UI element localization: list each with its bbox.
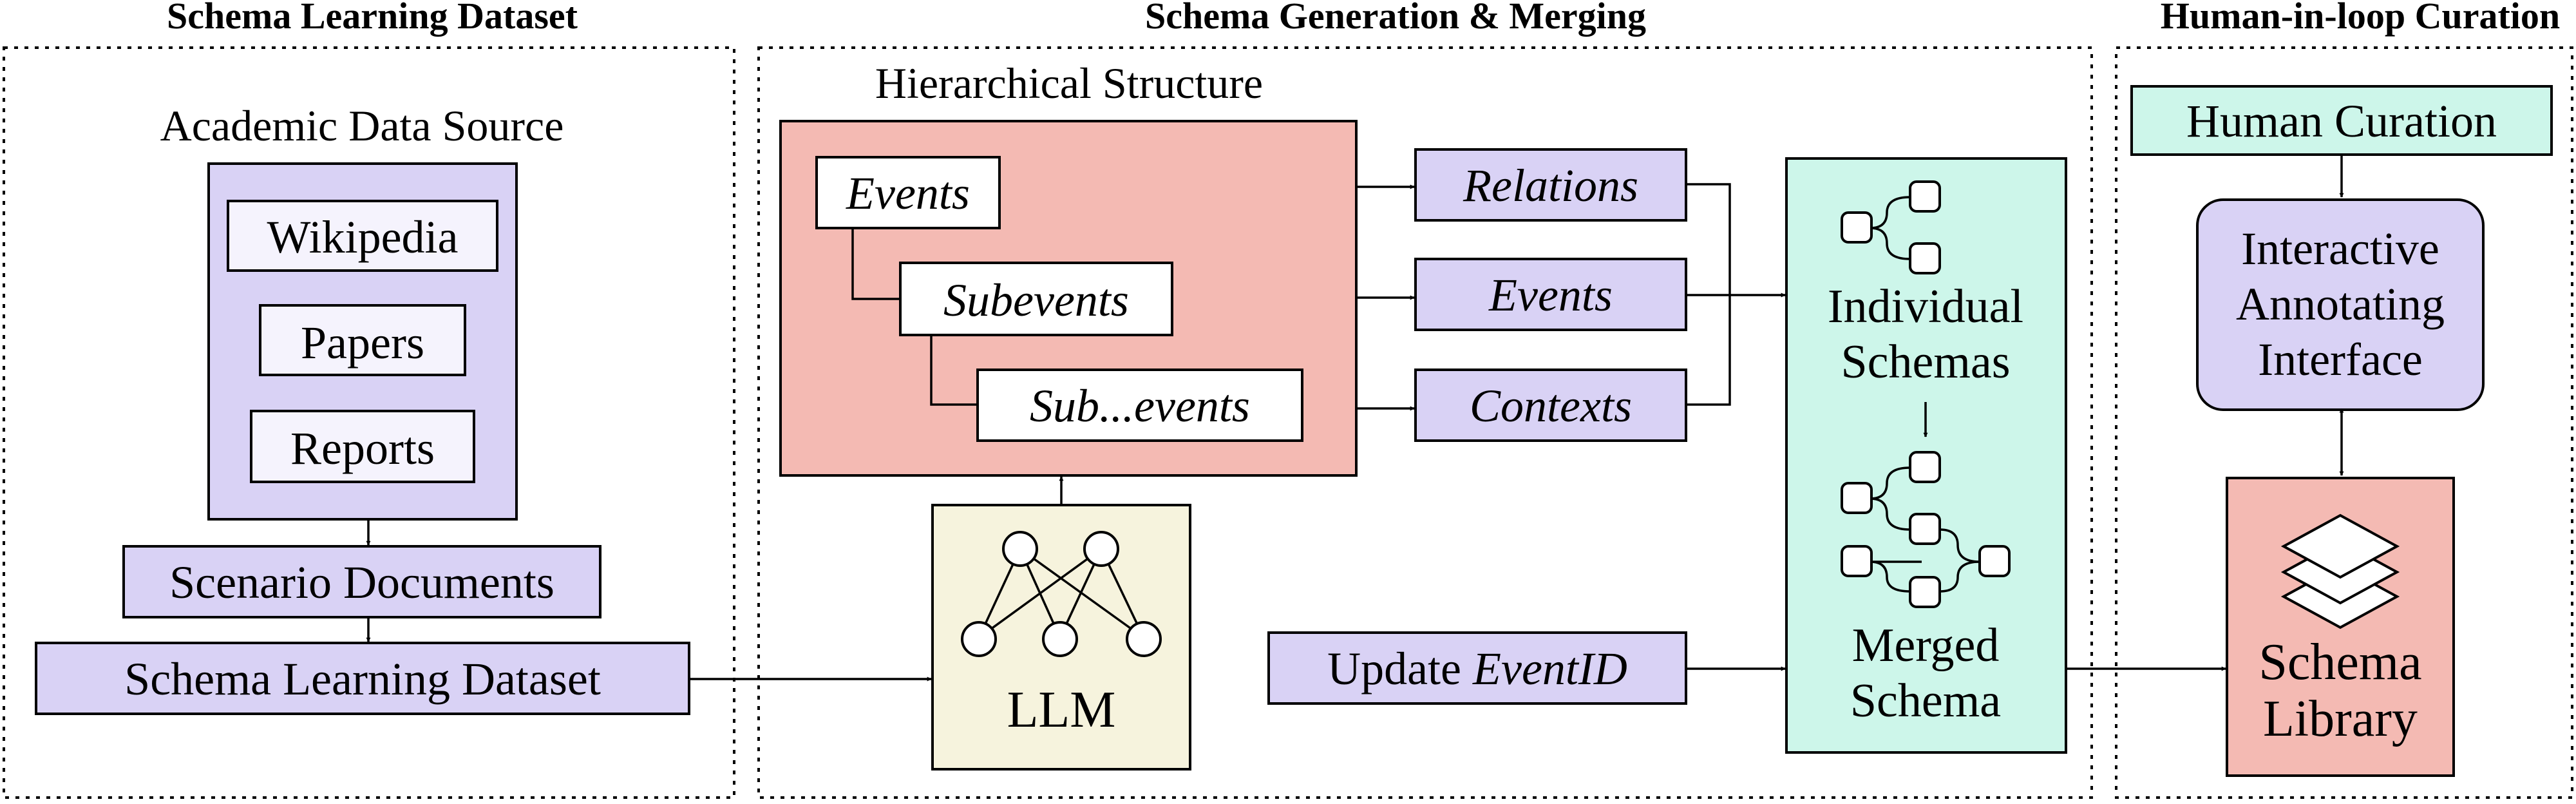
section-title-generation: Schema Generation & Merging	[1145, 0, 1646, 37]
schema-learning-dataset-box: Schema Learning Dataset	[35, 642, 690, 715]
output-relations-box: Relations	[1414, 148, 1687, 222]
hierarchy-label: Hierarchical Structure	[875, 59, 1263, 108]
hierarchy-level-label: Subevents	[943, 274, 1129, 326]
source-label: Papers	[301, 317, 424, 368]
llm-box: LLM	[931, 504, 1191, 770]
source-reports: Reports	[250, 410, 475, 483]
hierarchy-level-subevents: Subevents	[899, 262, 1173, 336]
neural-network-icon	[961, 531, 1162, 657]
hierarchy-connector	[930, 335, 978, 406]
source-label: Reports	[290, 423, 435, 474]
update-eventid-label: Update EventID	[1327, 643, 1627, 694]
merged-schema-label-line1: Merged	[1852, 619, 2000, 672]
output-label: Contexts	[1470, 380, 1632, 432]
library-label-line2: Library	[2263, 691, 2418, 747]
hierarchy-connector	[851, 228, 900, 300]
merged-graph-icon	[1841, 451, 2011, 608]
individual-schemas-label-line2: Schemas	[1841, 336, 2010, 388]
hierarchy-level-label: Events	[846, 168, 970, 219]
output-label: Relations	[1463, 160, 1638, 211]
update-eventid-box: Update EventID	[1267, 631, 1687, 705]
source-wikipedia: Wikipedia	[227, 200, 498, 272]
llm-label: LLM	[1007, 682, 1116, 738]
scenario-documents-box: Scenario Documents	[122, 545, 601, 618]
scenario-documents-label: Scenario Documents	[169, 557, 554, 608]
source-label: Wikipedia	[267, 211, 459, 263]
merged-schema-label-line2: Schema	[1850, 675, 2001, 727]
library-label-line1: Schema	[2259, 634, 2421, 691]
section-frame-learning	[3, 46, 735, 799]
academic-source-label: Academic Data Source	[160, 101, 564, 150]
schema-library-box: Schema Library	[2226, 477, 2455, 777]
hierarchy-level-subsubevents: Sub...events	[976, 368, 1303, 442]
section-title-learning: Schema Learning Dataset	[167, 0, 578, 37]
interface-label-line2: Annotating	[2236, 278, 2445, 330]
section-title-curation: Human-in-loop Curation	[2161, 0, 2560, 37]
hierarchy-level-events: Events	[815, 156, 1001, 229]
interface-label-line1: Interactive	[2241, 223, 2439, 274]
interface-label-line3: Interface	[2258, 334, 2423, 385]
individual-schemas-label-line1: Individual	[1828, 280, 2023, 333]
output-contexts-box: Contexts	[1414, 368, 1687, 442]
annotating-interface-box: Interactive Annotating Interface	[2196, 198, 2485, 411]
source-papers: Papers	[259, 304, 466, 376]
output-events-box: Events	[1414, 258, 1687, 331]
human-curation-label: Human Curation	[2186, 95, 2497, 147]
human-curation-box: Human Curation	[2130, 85, 2553, 156]
output-label: Events	[1488, 269, 1613, 321]
tree-schema-icon	[1841, 180, 1941, 274]
section-frame-curation	[2115, 46, 2573, 799]
layers-stack-icon	[2280, 513, 2400, 629]
hierarchy-level-label: Sub...events	[1030, 380, 1250, 432]
schema-learning-dataset-label: Schema Learning Dataset	[124, 653, 601, 705]
